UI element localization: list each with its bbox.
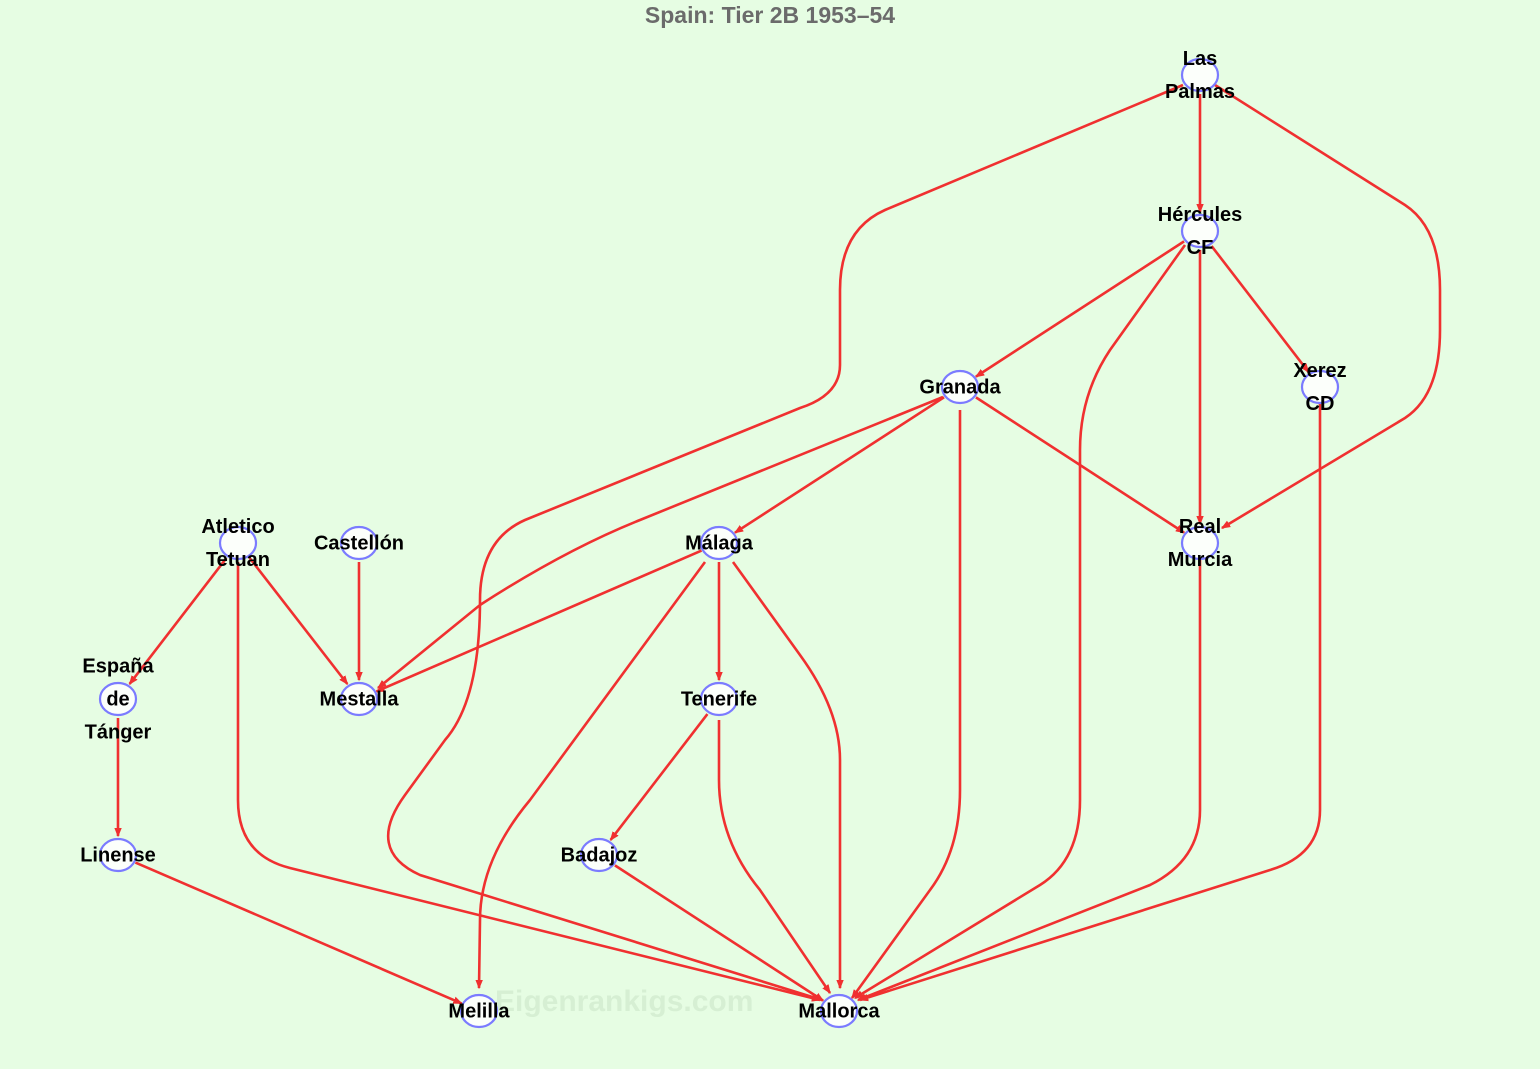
- node-label: Tenerife: [681, 688, 757, 710]
- diagram-title: Spain: Tier 2B 1953–54: [644, 2, 896, 28]
- node-label: Melilla: [448, 1000, 510, 1022]
- edge-tenerife-to-mallorca: [717, 720, 832, 993]
- node-circle: [1180, 57, 1220, 93]
- edge-las-palmas-to-real-murcia: [1214, 83, 1442, 530]
- node-label: Castellón: [314, 532, 404, 554]
- watermark: Eigenrankigs.com: [495, 985, 754, 1018]
- edge-linense-to-melilla: [134, 861, 461, 1005]
- edges-layer: [118, 83, 1442, 1005]
- edge-malaga-to-mallorca: [731, 561, 840, 988]
- node-circle: [339, 525, 379, 561]
- node-label: Mestalla: [320, 688, 400, 710]
- edge-granada-to-real-murcia: [975, 396, 1184, 534]
- edge-xerez-to-mallorca: [860, 402, 1322, 1000]
- edge-badajoz-to-mallorca: [614, 864, 823, 1002]
- edge-atletico-tetuan-to-espana-tanger: [128, 557, 228, 684]
- node-label: Murcia: [1168, 549, 1233, 571]
- node-linense: Linense: [80, 837, 156, 873]
- node-label: Tetuan: [206, 549, 270, 571]
- edge-granada-to-malaga: [735, 396, 945, 534]
- node-granada: Granada: [919, 369, 1001, 405]
- node-circle: [940, 369, 980, 405]
- edge-hercules-to-xerez: [1210, 245, 1310, 372]
- node-circle: [1300, 369, 1340, 405]
- node-label: Real: [1179, 516, 1221, 538]
- node-label: Mallorca: [798, 1000, 880, 1022]
- edge-malaga-to-mestalla: [376, 549, 703, 693]
- node-label: CD: [1306, 393, 1335, 415]
- node-label: CF: [1187, 237, 1214, 259]
- node-melilla: Melilla: [448, 993, 510, 1029]
- node-tenerife: Tenerife: [681, 681, 757, 717]
- edge-malaga-to-melilla: [479, 561, 707, 988]
- node-malaga: Málaga: [685, 525, 754, 561]
- node-label: Hércules: [1158, 204, 1243, 226]
- node-circle: [1180, 213, 1220, 249]
- node-label: Xerez: [1293, 360, 1346, 382]
- edge-granada-to-mestalla: [378, 395, 944, 690]
- node-mallorca: Mallorca: [798, 993, 880, 1029]
- node-badajoz: Badajoz: [561, 837, 638, 873]
- node-label: Atletico: [201, 516, 274, 538]
- node-label: Linense: [80, 844, 156, 866]
- node-circle: [459, 993, 499, 1029]
- edge-hercules-to-mallorca: [855, 244, 1187, 1000]
- edge-tenerife-to-badajoz: [609, 713, 709, 840]
- node-circle: [699, 681, 739, 717]
- edge-hercules-to-granada: [976, 240, 1185, 378]
- node-circle: [98, 837, 138, 873]
- node-circle: [819, 993, 859, 1029]
- node-circle: [1180, 525, 1220, 561]
- node-label: Las: [1183, 48, 1217, 70]
- edge-atletico-tetuan-to-mallorca: [236, 562, 820, 1000]
- node-castellon: Castellón: [314, 525, 404, 561]
- node-label: Granada: [919, 376, 1001, 398]
- node-circle: [339, 681, 379, 717]
- edge-las-palmas-to-mallorca: [386, 83, 1184, 1000]
- node-circle: [699, 525, 739, 561]
- node-label: de: [106, 688, 129, 710]
- edge-atletico-tetuan-to-mestalla: [248, 557, 349, 684]
- edge-real-murcia-to-mallorca: [858, 560, 1202, 1002]
- node-circle: [98, 681, 138, 717]
- edge-granada-to-mallorca: [850, 410, 962, 998]
- node-label: España: [82, 655, 154, 677]
- node-mestalla: Mestalla: [320, 681, 400, 717]
- node-label: Málaga: [685, 532, 754, 554]
- node-label: Tánger: [85, 721, 152, 743]
- node-circle: [218, 525, 258, 561]
- node-label: Palmas: [1165, 81, 1235, 103]
- node-label: Badajoz: [561, 844, 638, 866]
- node-circle: [579, 837, 619, 873]
